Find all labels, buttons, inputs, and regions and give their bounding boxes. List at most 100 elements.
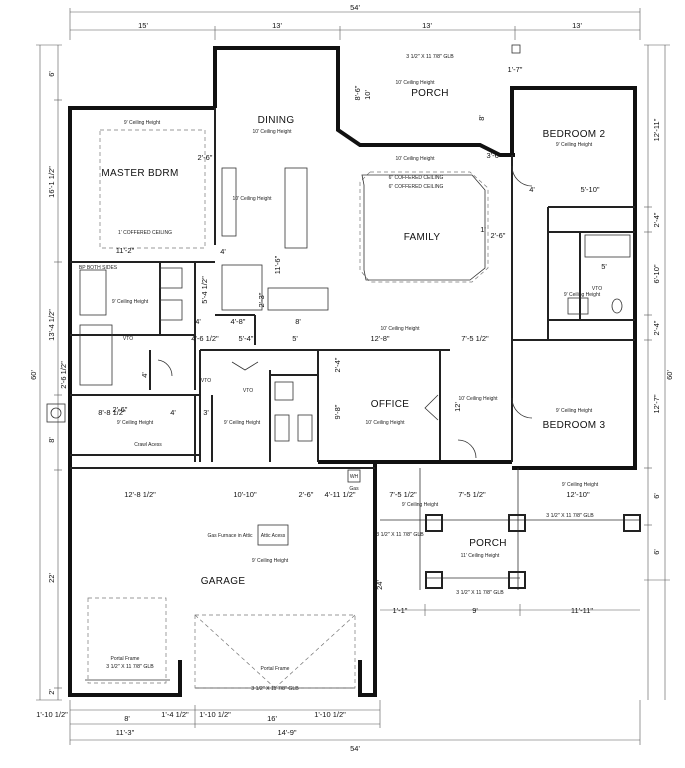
dim-inner-14: 7'-5 1/2": [461, 334, 489, 343]
dim-top-d: 13': [572, 21, 582, 30]
dim-inner-20: 9'-8": [333, 404, 342, 419]
note-master-coffered: 1' COFFERED CEILING: [118, 230, 172, 236]
dim-inner-40: 5'-10": [580, 185, 599, 194]
dim-inner-31: 9': [472, 606, 478, 615]
dim-inner-35: 2'-6": [491, 231, 506, 240]
room-office: OFFICE: [371, 399, 409, 410]
dim-inner-26: 7'-5 1/2": [389, 490, 417, 499]
dim-right-d: 2'-4": [652, 320, 661, 335]
dim-left-b: 16'-1 1/2": [47, 166, 56, 198]
dim-inner-43: 2'-6": [113, 405, 128, 414]
beam-labels: 3 1/2" X 11 7/8" GLB 3 1/2" X 11 7/8" GL…: [106, 54, 594, 692]
dim-left-c: 13'-4 1/2": [47, 309, 56, 341]
room-garage: GARAGE: [201, 576, 246, 587]
note-vto-1: VTO: [123, 336, 133, 342]
note-vto-4: VTO: [592, 286, 602, 292]
dim-inner-12: 5': [292, 334, 298, 343]
dim-inner-9: 4': [220, 247, 226, 256]
note-bp-both-sides: BP BOTH SIDES: [79, 265, 118, 271]
dim-inner-29: 24': [375, 580, 384, 590]
dim-right-f: 6': [652, 493, 661, 499]
beam-top-porch: 3 1/2" X 11 7/8" GLB: [406, 54, 454, 60]
note-dining-ceiling: 10' Ceiling Height: [252, 129, 292, 135]
fixtures: [46, 44, 631, 546]
note-gas: Gas: [349, 486, 359, 492]
dim-bottom-f: 1'-10 1/2": [199, 710, 231, 719]
dim-inner-39: 4': [529, 185, 535, 194]
dim-inner-15: 8'-8 1/2": [98, 408, 126, 417]
beam-front-porch-2: 3 1/2" X 11 7/8" GLB: [376, 532, 424, 538]
note-bath2-ceiling: 9' Ceiling Height: [564, 292, 601, 298]
beam-front-porch-3: 3 1/2" X 11 7/8" GLB: [456, 590, 504, 596]
dimension-texts: 54' 15' 13' 13' 13' 54' 11'-3" 14'-9" 1'…: [29, 3, 674, 753]
note-wh: WH: [350, 474, 359, 480]
dim-bottom-overall: 54': [350, 744, 360, 753]
note-bedroom2-ceiling: 9' Ceiling Height: [556, 142, 593, 148]
dim-inner-17: 3': [203, 408, 209, 417]
dim-inner-13: 12'-8": [370, 334, 389, 343]
dim-left-g: 2': [47, 689, 56, 695]
beam-front-porch-1: 3 1/2" X 11 7/8" GLB: [546, 513, 594, 519]
exterior-walls: [68, 46, 637, 697]
dim-inner-5: 8': [295, 317, 301, 326]
dim-inner-41: 5': [601, 262, 607, 271]
dim-bottom-c: 1'-10 1/2": [36, 710, 68, 719]
dim-left-a: 6': [47, 71, 56, 77]
note-bedroom3-hall-ceiling: 9' Ceiling Height: [562, 482, 599, 488]
dim-inner-34: 8'-6": [353, 85, 362, 100]
dim-inner-25: 4'-11 1/2": [324, 490, 355, 499]
note-laundry-ceiling: 9' Ceiling Height: [224, 420, 261, 426]
dim-right-g: 6': [652, 549, 661, 555]
room-porch-top: PORCH: [411, 88, 449, 99]
dim-inner-2: 11'-2": [116, 246, 135, 255]
room-labels: DINING PORCH BEDROOM 2 MASTER BDRM FAMIL…: [101, 88, 605, 587]
room-master: MASTER BDRM: [101, 168, 178, 179]
note-office-hall-ceiling: 10' Ceiling Height: [458, 396, 498, 402]
room-family: FAMILY: [404, 232, 441, 243]
dim-right-overall: 60': [665, 370, 674, 380]
dim-inner-27: 7'-5 1/2": [458, 490, 486, 499]
dim-inner-16: 4': [170, 408, 176, 417]
note-office-ceiling: 10' Ceiling Height: [365, 420, 405, 426]
dim-top-a: 15': [138, 21, 148, 30]
note-family-ceiling: 10' Ceiling Height: [395, 156, 435, 162]
dim-top-c: 13': [422, 21, 432, 30]
dim-bottom-h: 1'-10 1/2": [314, 710, 346, 719]
dim-inner-36: 3'-6": [487, 151, 502, 160]
dim-bottom-b: 14'-9": [277, 728, 296, 737]
dim-right-b: 2'-4": [652, 212, 661, 227]
note-porch-front-ceiling-2: 9' Ceiling Height: [402, 502, 439, 508]
dim-inner-1: 2'-6": [198, 153, 213, 162]
note-portal-frame-2: Portal Frame: [261, 666, 290, 672]
note-coffered-1: 6" COFFERED CEILING: [389, 175, 444, 181]
room-bedroom-3: BEDROOM 3: [543, 420, 606, 431]
dim-top-b: 13': [272, 21, 282, 30]
room-bedroom-2: BEDROOM 2: [543, 129, 606, 140]
note-bedroom3-ceiling: 9' Ceiling Height: [556, 408, 593, 414]
note-porch-front-ceiling: 11' Ceiling Height: [461, 553, 500, 559]
dim-bottom-e: 1'-4 1/2": [161, 710, 189, 719]
dim-inner-3: 4': [195, 317, 201, 326]
dim-left-e: 8': [47, 437, 56, 443]
note-coffered-2: 6" COFFERED CEILING: [389, 184, 444, 190]
dim-inner-6: 5'-4 1/2": [200, 276, 209, 304]
dim-inner-28: 12'-10": [566, 490, 590, 499]
interior-walls: [70, 108, 635, 469]
beam-garage-1: 3 1/2" X 11 7/8" GLB: [106, 664, 154, 670]
room-porch-front: PORCH: [469, 538, 507, 549]
dim-left-d: 2'-6 1/2": [59, 361, 68, 389]
note-portal-frame-1: Portal Frame: [111, 656, 140, 662]
dim-inner-42: 1': [480, 225, 486, 234]
note-crawl-access: Crawl Acess: [134, 442, 162, 448]
dim-bottom-d: 8': [124, 714, 130, 723]
dim-right-c: 6'-10": [652, 264, 661, 283]
dim-inner-30: 1'-1": [393, 606, 408, 615]
note-garage-ceiling: 9' Ceiling Height: [252, 558, 289, 564]
note-hall-ceiling: 10' Ceiling Height: [380, 326, 420, 332]
note-gas-furnace: Gas Furnace in Attic: [207, 533, 253, 539]
dim-inner-4: 4'-8": [231, 317, 246, 326]
dimension-lines: [36, 8, 670, 745]
dim-inner-11: 5'-4": [239, 334, 254, 343]
dim-inner-8: 11'-6": [273, 255, 282, 274]
note-bath-ceiling: 9' Ceiling Height: [112, 299, 149, 305]
